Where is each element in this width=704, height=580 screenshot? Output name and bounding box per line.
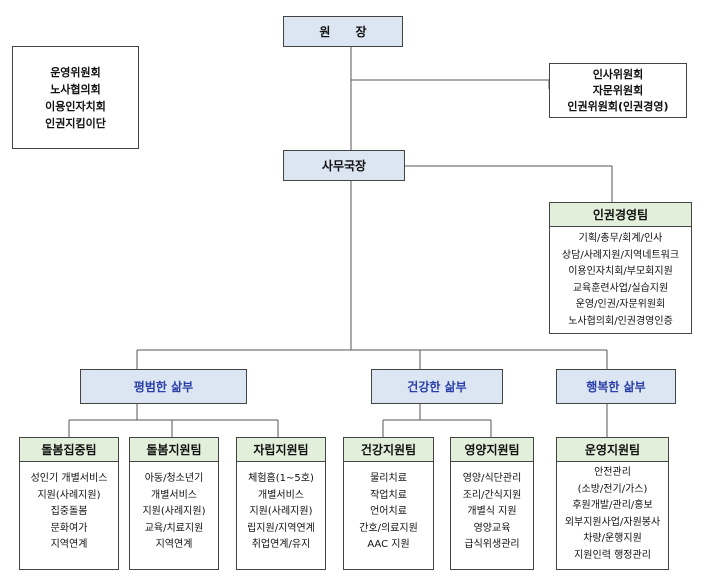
duty-item: 조리/간식지원	[462, 489, 522, 501]
duty-item: 지역연계	[50, 539, 88, 550]
committee-item: 인권지킴이단	[45, 116, 106, 130]
duty-item: 개별식 지원	[467, 506, 517, 517]
team-header: 돌봄지원팀	[129, 437, 219, 462]
division-happy-label: 행복한 삶부	[586, 380, 646, 394]
hr-team-panel: 기획/총무/회계/인사 상담/사례지원/지역네트워크 이용인자치회/부모회지원 …	[549, 226, 692, 334]
division-healthy-label: 건강한 삶부	[407, 380, 467, 394]
duty-item: 체험홈(1~5호)	[248, 473, 314, 484]
duty-item: 교육/치료지원	[144, 522, 204, 534]
duty-item: 취업연계/유지	[251, 539, 311, 550]
duty-item: 급식위생관리	[464, 539, 520, 550]
division-happy-box: 행복한 삶부	[556, 369, 676, 404]
team-header: 건강지원팀	[343, 437, 434, 462]
team-header: 영양지원팀	[450, 437, 534, 462]
duty-item: 립지원/지역연계	[247, 522, 315, 534]
team-title: 자립지원팀	[253, 443, 309, 457]
director-label: 원 장	[319, 25, 367, 39]
team-panel: 성인기 개별서비스 지원(사례지원) 집중돌봄 문화여가 지역연계	[19, 461, 119, 570]
hr-team-title: 인권경영팀	[592, 208, 649, 222]
team-panel: 아동/청소년기 개별서비스 지원(사례지원) 교육/치료지원 지역연계	[129, 461, 219, 570]
secretary-general-label: 사무국장	[321, 159, 367, 173]
director-box: 원 장	[283, 16, 403, 47]
duty-item: 지원(사례지원)	[142, 506, 206, 517]
duty-item: 이용인자치회/부모회지원	[568, 266, 673, 277]
duty-item: AAC 지원	[367, 539, 410, 550]
hr-team-header: 인권경영팀	[549, 202, 692, 227]
team-header: 돌봄집중팀	[19, 437, 119, 462]
secretary-general-box: 사무국장	[283, 150, 405, 181]
committee-item: 인사위원회	[592, 67, 644, 81]
duty-item: 기획/총무/회계/인사	[578, 233, 663, 244]
team-panel: 안전관리 (소방/전기/가스) 후원개발/관리/홍보 외부지원사업/자원봉사 차…	[556, 461, 669, 570]
duty-item: 노사협의회/인권경영인증	[568, 315, 673, 327]
duty-item: 지원인력 행정관리	[574, 549, 651, 561]
committee-item: 운영위원회	[50, 65, 101, 79]
duty-item: 운영/인권/자문위원회	[575, 299, 666, 310]
committee-item: 자문위원회	[592, 83, 644, 97]
duty-item: 아동/청소년기	[144, 473, 204, 484]
team-panel: 체험홈(1~5호) 개별서비스 지원(사례지원) 립지원/지역연계 취업연계/유…	[236, 461, 326, 570]
duty-item: 물리치료	[370, 473, 407, 484]
division-ordinary-label: 평범한 삶부	[133, 380, 194, 394]
division-healthy-box: 건강한 삶부	[371, 369, 503, 404]
duty-item: 상담/사례지원/지역네트워크	[561, 249, 680, 261]
team-title: 건강지원팀	[360, 443, 417, 457]
duty-item: 외부지원사업/자원봉사	[564, 516, 661, 528]
right-committees-box: 인사위원회 자문위원회 인권위원회(인권경영)	[549, 63, 687, 118]
duty-item: 언어치료	[370, 506, 407, 517]
duty-item: 개별서비스	[258, 489, 304, 501]
team-title: 돌봄지원팀	[146, 443, 202, 457]
team-panel: 영양/식단관리 조리/간식지원 개별식 지원 영양교육 급식위생관리	[450, 461, 534, 570]
duty-item: 집중돌봄	[50, 506, 88, 517]
committee-item: 노사협의회	[50, 82, 101, 96]
duty-item: (소방/전기/가스)	[577, 483, 648, 495]
duty-item: 교육훈련사업/실습지원	[572, 282, 669, 294]
committee-item: 이용인자치회	[45, 99, 106, 113]
team-panel: 물리치료 작업치료 언어치료 간호/의료지원 AAC 지원	[343, 461, 434, 570]
team-title: 운영지원팀	[584, 443, 641, 457]
team-header: 운영지원팀	[556, 437, 669, 462]
committee-item: 인권위원회(인권경영)	[567, 99, 669, 113]
duty-item: 지원(사례지원)	[249, 506, 313, 517]
duty-item: 문화여가	[50, 522, 88, 534]
duty-item: 작업치료	[370, 489, 407, 501]
duty-item: 후원개발/관리/홍보	[572, 500, 653, 511]
duty-item: 지원(사례지원)	[37, 489, 101, 501]
duty-item: 지역연계	[155, 539, 193, 550]
duty-item: 성인기 개별서비스	[30, 473, 108, 484]
duty-item: 차량/운행지원	[583, 533, 642, 544]
team-title: 영양지원팀	[464, 443, 520, 457]
duty-item: 개별서비스	[151, 489, 197, 501]
duty-item: 영양/식단관리	[462, 473, 522, 484]
left-committees-box: 운영위원회 노사협의회 이용인자치회 인권지킴이단	[12, 46, 139, 149]
team-title: 돌봄집중팀	[41, 443, 97, 457]
division-ordinary-box: 평범한 삶부	[80, 369, 247, 404]
duty-item: 안전관리	[594, 467, 631, 478]
duty-item: 영양교육	[473, 522, 511, 534]
duty-item: 간호/의료지원	[359, 522, 418, 534]
team-header: 자립지원팀	[236, 437, 326, 462]
